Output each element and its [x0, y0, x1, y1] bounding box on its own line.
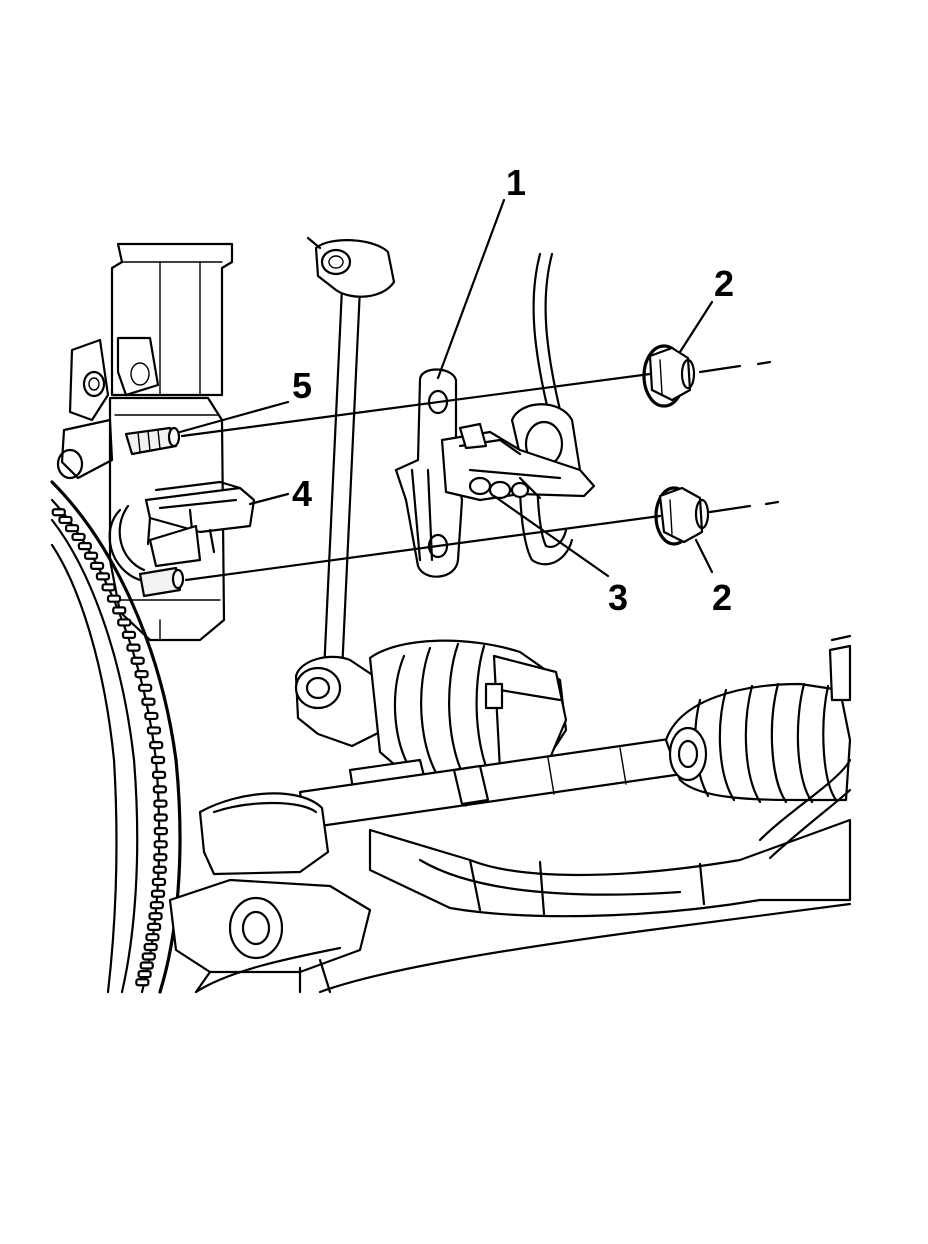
- rotor-vent-slot: [121, 630, 137, 639]
- flange-nut-upper: [642, 344, 696, 408]
- stabilizer-link: [294, 236, 396, 748]
- rotor-vent-slot: [89, 561, 105, 570]
- rotor-vent-slot: [153, 853, 168, 862]
- rotor-vent-slot: [141, 697, 156, 706]
- rotor-vent-slot: [58, 515, 73, 525]
- lower-control-arm: [168, 758, 852, 994]
- callout-1: 1: [506, 162, 526, 203]
- rotor-vent-slot: [153, 840, 168, 849]
- rotor-vent-slot: [95, 572, 111, 581]
- callout-3: 3: [608, 577, 628, 618]
- leader-lines: [178, 198, 714, 578]
- rotor-vent-slot: [139, 961, 154, 970]
- rotor-vent-slot: [146, 922, 162, 932]
- rotor-vent-slot: [51, 508, 66, 517]
- rotor-vent-pattern: [51, 508, 168, 987]
- outer-cv-boot: [664, 634, 852, 804]
- rotor-vent-slot: [150, 755, 166, 765]
- rotor-vent-slot: [135, 978, 150, 987]
- rotor-vent-slot: [126, 643, 141, 652]
- rotor-vent-slot: [101, 583, 116, 592]
- rotor-vent-slot: [153, 799, 168, 808]
- rotor-vent-slot: [151, 877, 167, 887]
- rotor-vent-slot: [153, 813, 168, 822]
- brake-rotor: [50, 480, 182, 994]
- flange-nut-lower: [654, 486, 710, 546]
- rotor-vent-slot: [145, 933, 160, 942]
- rotor-vent-slot: [130, 656, 145, 665]
- rotor-vent-slot: [149, 741, 164, 750]
- rotor-vent-slot: [112, 606, 127, 615]
- rotor-vent-slot: [137, 970, 152, 979]
- callout-2-lower: 2: [712, 577, 732, 618]
- mounting-studs: [124, 426, 185, 598]
- rotor-vent-slot: [149, 901, 164, 910]
- rotor-vent-slot: [134, 670, 149, 679]
- rotor-vent-slot: [117, 618, 132, 627]
- rotor-vent-slot: [144, 711, 159, 721]
- rotor-vent-slot: [106, 594, 122, 603]
- rotor-vent-slot: [150, 889, 166, 898]
- rotor-vent-slot: [138, 683, 153, 692]
- rotor-vent-slot: [83, 551, 99, 560]
- callout-2-upper: 2: [714, 263, 734, 304]
- rotor-vent-slot: [153, 826, 168, 836]
- rotor-vent-slot: [141, 952, 156, 961]
- speed-sensor: [440, 422, 596, 502]
- rotor-vent-slot: [146, 726, 162, 735]
- callout-5: 5: [292, 365, 312, 406]
- rotor-vent-slot: [152, 865, 167, 874]
- rotor-vent-slot: [64, 524, 80, 533]
- harness-connector-4: [108, 480, 256, 582]
- rotor-vent-slot: [77, 542, 92, 551]
- stud-centerlines: [180, 360, 780, 582]
- wire-harness: [510, 252, 582, 566]
- rotor-vent-slot: [143, 942, 158, 952]
- rotor-vent-slot: [152, 785, 167, 794]
- rotor-vent-slot: [151, 770, 167, 779]
- rotor-vent-slot: [148, 912, 163, 921]
- rotor-vent-slot: [71, 532, 86, 542]
- callout-4: 4: [292, 473, 312, 514]
